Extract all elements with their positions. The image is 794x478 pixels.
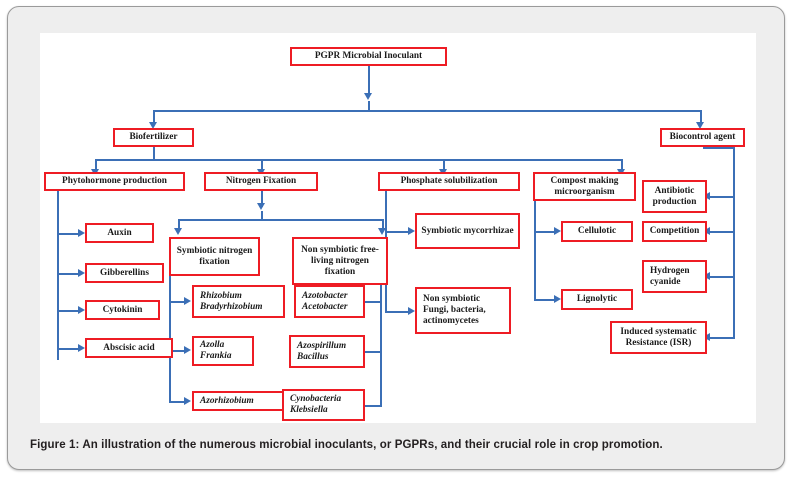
connector-nonsymbnf-azospirillum — [365, 351, 382, 353]
arrowhead-biocontrol — [696, 122, 704, 129]
connector-nitrogen-bus — [178, 219, 384, 221]
connector-n-nonsymbiotic — [382, 219, 384, 230]
connector-phosphate-myc — [385, 231, 410, 233]
connector-phyto-bus — [57, 191, 59, 360]
arrowhead-abscisic — [78, 344, 85, 352]
node-hydrogen-cyanide[interactable]: Hydrogen cyanide — [642, 260, 707, 293]
node-non-symbiotic-fungi-bacteria-actinomycetes[interactable]: Non symbiotic Fungi, bacteria, actinomyc… — [415, 287, 511, 334]
node-cynobacteria-klebsiella[interactable]: Cynobacteria Klebsiella — [282, 389, 365, 421]
arrowhead-rhizobium — [184, 297, 191, 305]
node-azolla-frankia[interactable]: Azolla Frankia — [192, 336, 254, 366]
connector-phyto-cytokinin — [57, 310, 80, 312]
node-nitrogen-fixation[interactable]: Nitrogen Fixation — [204, 172, 318, 191]
node-cellulotic[interactable]: Cellulotic — [561, 221, 633, 242]
connector-symbnf-azorhizobium — [169, 401, 186, 403]
arrowhead-cytokinin — [78, 306, 85, 314]
connector-n-symbiotic — [178, 219, 180, 230]
connector-nonsymbnf-cynobacteria — [365, 405, 382, 407]
connector-root-to-biocontrol — [700, 110, 702, 124]
arrowhead-symb-myc — [408, 227, 415, 235]
connector-root-bus — [153, 110, 702, 112]
node-competition[interactable]: Competition — [642, 221, 707, 242]
connector-phyto-bus-top — [57, 191, 59, 193]
node-pgpr-microbial-inoculant[interactable]: PGPR Microbial Inoculant — [290, 47, 447, 66]
node-compost-making-microorganism[interactable]: Compost making microorganism — [533, 172, 636, 201]
connector-biofertilizer-bus — [95, 159, 623, 161]
connector-compost-bus — [534, 201, 536, 301]
connector-nitrogen-down — [261, 191, 263, 207]
arrowhead-biofertilizer — [149, 122, 157, 129]
connector-bf-phosphate — [443, 159, 445, 171]
arrowhead-gibberellins — [78, 269, 85, 277]
arrowhead-nitrogen-down — [257, 203, 265, 210]
connector-bf-compost — [621, 159, 623, 171]
node-azotobacter-acetobacter[interactable]: Azotobacter Acetobacter — [294, 285, 365, 318]
connector-bf-phyto — [95, 159, 97, 171]
figure-caption: Figure 1: An illustration of the numerou… — [30, 439, 663, 451]
connector-nonsymbnf-azotobacter — [365, 301, 382, 303]
node-phosphate-solubilization[interactable]: Phosphate solubilization — [378, 172, 520, 191]
connector-phyto-auxin — [57, 233, 80, 235]
node-azorhizobium[interactable]: Azorhizobium — [192, 391, 287, 411]
connector-biocontrol-isr — [710, 337, 735, 339]
connector-symbnf-rhizobium — [169, 301, 186, 303]
arrowhead-cellulotic — [554, 227, 561, 235]
node-cytokinin[interactable]: Cytokinin — [85, 300, 160, 320]
connector-compost-cellulotic — [534, 231, 556, 233]
connector-symbnf-azolla — [169, 350, 186, 352]
flowchart-canvas: PGPR Microbial Inoculant Biofertilizer B… — [40, 33, 756, 423]
node-abscisic-acid[interactable]: Abscisic acid — [85, 338, 173, 358]
node-induced-systematic-resistance[interactable]: Induced systematic Resistance (ISR) — [610, 321, 707, 354]
connector-root-to-biofertilizer — [153, 110, 155, 124]
connector-nonsymbnf-bus — [380, 285, 382, 407]
connector-phyto-abscisic — [57, 348, 80, 350]
node-phytohormone-production[interactable]: Phytohormone production — [44, 172, 185, 191]
node-biocontrol-agent[interactable]: Biocontrol agent — [660, 128, 745, 147]
node-non-symbiotic-free-living-nitrogen-fixation[interactable]: Non symbiotic free-living nitrogen fixat… — [292, 237, 388, 285]
connector-biocontrol-antibiotic — [710, 196, 735, 198]
arrowhead-auxin — [78, 229, 85, 237]
arrowhead-lignolytic — [554, 295, 561, 303]
connector-phyto-gibberellins — [57, 273, 80, 275]
node-auxin[interactable]: Auxin — [85, 223, 154, 243]
node-symbiotic-nitrogen-fixation[interactable]: Symbiotic nitrogen fixation — [169, 237, 260, 276]
arrowhead-root-down — [364, 93, 372, 100]
node-lignolytic[interactable]: Lignolytic — [561, 289, 633, 310]
arrowhead-azolla — [184, 346, 191, 354]
arrowhead-symbiotic-nf — [174, 228, 182, 235]
connector-compost-lignolytic — [534, 299, 556, 301]
connector-biocontrol-bus — [733, 147, 735, 339]
connector-biocontrol-competition — [710, 231, 735, 233]
connector-biofertilizer-down — [153, 147, 155, 161]
connector-biocontrol-hydrogen — [710, 276, 735, 278]
connector-root-bus-stem — [368, 101, 370, 111]
node-rhizobium-bradyrhizobium[interactable]: Rhizobium Bradyrhizobium — [192, 285, 285, 318]
node-symbiotic-mycorrhizae[interactable]: Symbiotic mycorrhizae — [415, 213, 520, 249]
connector-phosphate-fungi — [385, 311, 410, 313]
connector-nitrogen-bus-stem — [261, 211, 263, 220]
connector-bf-nitrogen — [261, 159, 263, 171]
arrowhead-nonsymb-fungi — [408, 307, 415, 315]
arrowhead-nonsymbiotic-nf — [378, 228, 386, 235]
figure-card: PGPR Microbial Inoculant Biofertilizer B… — [7, 6, 785, 470]
node-gibberellins[interactable]: Gibberellins — [85, 263, 164, 283]
connector-root-down — [368, 65, 370, 95]
arrowhead-azorhizobium — [184, 397, 191, 405]
node-biofertilizer[interactable]: Biofertilizer — [113, 128, 194, 147]
node-antibiotic-production[interactable]: Antibiotic production — [642, 180, 707, 213]
connector-biocontrol-bus-top — [703, 147, 735, 149]
node-azospirillum-bacillus[interactable]: Azospirillum Bacillus — [289, 335, 365, 368]
